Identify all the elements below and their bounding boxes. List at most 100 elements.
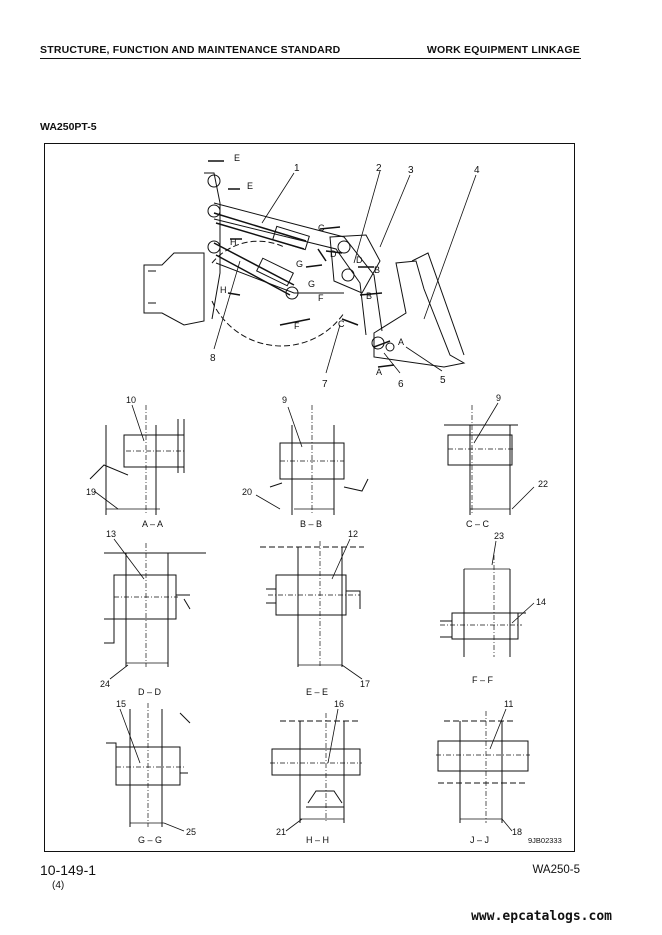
section-side-lines xyxy=(459,721,503,823)
bell-crank xyxy=(329,234,381,294)
section-caption: J – J xyxy=(470,835,489,845)
section-base xyxy=(269,478,369,492)
callout-number: 22 xyxy=(538,479,548,489)
header-rule xyxy=(40,58,581,59)
section-view-g-g: 15 25 G – G xyxy=(106,699,196,845)
part-number-2: 2 xyxy=(376,163,382,174)
callout-number: 11 xyxy=(504,699,513,709)
lift-arm-lower-edge xyxy=(213,218,367,336)
section-arm-plates xyxy=(177,419,185,473)
lower-link xyxy=(215,262,344,294)
section-mark-h-top: H xyxy=(230,237,237,247)
section-view-j-j: 11 18 J – J xyxy=(436,699,530,845)
callout-number: 16 xyxy=(334,699,344,709)
section-mark-d-left: D xyxy=(330,249,337,259)
callout-leaders xyxy=(331,538,363,680)
section-mark-b-top: B xyxy=(374,265,380,275)
section-mark-a-top: A xyxy=(398,337,404,347)
section-side-lines xyxy=(129,709,163,827)
callout-leaders xyxy=(119,708,185,832)
part-number-7: 7 xyxy=(322,379,328,390)
section-mark-g-lower: G xyxy=(308,279,315,289)
callout-number: 10 xyxy=(126,395,136,405)
bucket xyxy=(373,260,466,368)
section-boss xyxy=(271,748,361,776)
section-mark-c-lower: C xyxy=(338,319,345,329)
section-plates xyxy=(440,612,526,638)
section-centerline xyxy=(436,711,530,823)
callout-leaders xyxy=(285,708,339,832)
callout-number: 25 xyxy=(186,827,196,837)
section-centerline xyxy=(116,703,184,827)
revision-number: (4) xyxy=(52,880,65,891)
section-boss xyxy=(451,612,519,640)
callout-number: 14 xyxy=(536,597,546,607)
callout-number: 9 xyxy=(282,395,287,405)
section-mark-f-left: F xyxy=(294,321,300,331)
callout-number: 13 xyxy=(106,529,116,539)
section-centerline xyxy=(280,405,344,515)
section-caption: H – H xyxy=(306,835,329,845)
callout-leaders xyxy=(489,708,513,832)
main-linkage-view: 1 2 3 4 5 6 7 8 E E H G C D B B F F C A … xyxy=(143,153,480,390)
section-centerline xyxy=(114,543,178,667)
section-side-lines xyxy=(469,425,511,515)
callout-leaders xyxy=(109,538,145,680)
callout-number: 21 xyxy=(276,827,286,837)
section-plane-marks xyxy=(208,160,395,368)
tilt-cylinder xyxy=(213,242,295,296)
section-plates xyxy=(104,594,191,644)
callout-leaders xyxy=(473,402,535,510)
section-mark-b-lower: B xyxy=(366,291,372,301)
section-view-e-e: 12 17 E – E xyxy=(260,529,370,697)
section-centerline xyxy=(448,405,514,515)
tilt-cylinder-body xyxy=(255,257,295,287)
part-number-4: 4 xyxy=(474,165,480,176)
section-mark-a-lower: A xyxy=(376,367,382,377)
part-number-5: 5 xyxy=(440,375,446,386)
part-number-1: 1 xyxy=(294,163,300,174)
bucket-back xyxy=(411,252,465,356)
model-label: WA250PT-5 xyxy=(40,121,97,133)
section-mark-f-right: F xyxy=(318,293,324,303)
callout-leaders xyxy=(93,404,145,510)
footer-model: WA250-5 xyxy=(532,864,580,876)
section-mark-e-lower: E xyxy=(247,181,253,191)
section-plates xyxy=(106,712,191,774)
section-caption: A – A xyxy=(142,519,163,529)
pin-circle xyxy=(285,286,299,300)
callout-number: 24 xyxy=(100,679,110,689)
section-boss xyxy=(447,434,513,466)
section-caption: F – F xyxy=(472,675,494,685)
header-section-title: STRUCTURE, FUNCTION AND MAINTENANCE STAN… xyxy=(40,44,341,56)
section-centerline xyxy=(126,405,184,515)
section-caption: E – E xyxy=(306,687,328,697)
section-bracket xyxy=(306,790,344,808)
section-side-lines xyxy=(299,721,345,823)
front-frame xyxy=(143,252,205,326)
section-centerline xyxy=(440,555,522,657)
callout-number: 12 xyxy=(348,529,358,539)
part-number-6: 6 xyxy=(398,379,404,390)
part-number-8: 8 xyxy=(210,353,216,364)
section-mark-h-lower: H xyxy=(220,285,227,295)
frame-tower xyxy=(204,172,221,320)
part-leader-lines xyxy=(213,170,477,374)
callout-number: 20 xyxy=(242,487,252,497)
section-caption: G – G xyxy=(138,835,162,845)
pin-circle xyxy=(385,342,395,352)
section-boss xyxy=(437,740,529,772)
section-tire-edge xyxy=(89,464,129,480)
part-number-3: 3 xyxy=(408,165,414,176)
section-caption: D – D xyxy=(138,687,162,697)
drawing-code: 9JB02333 xyxy=(528,836,562,845)
section-view-a-a: 10 19 A – A xyxy=(86,395,185,529)
section-side-lines xyxy=(125,553,169,667)
section-view-f-f: 23 14 F – F xyxy=(440,531,546,685)
section-view-d-d: 13 24 D – D xyxy=(100,529,206,697)
section-mark-d-right: D xyxy=(356,255,363,265)
pin-circle xyxy=(207,240,221,254)
callout-number: 9 xyxy=(496,393,501,403)
lift-cylinder-body xyxy=(272,225,310,251)
callout-number: 23 xyxy=(494,531,504,541)
